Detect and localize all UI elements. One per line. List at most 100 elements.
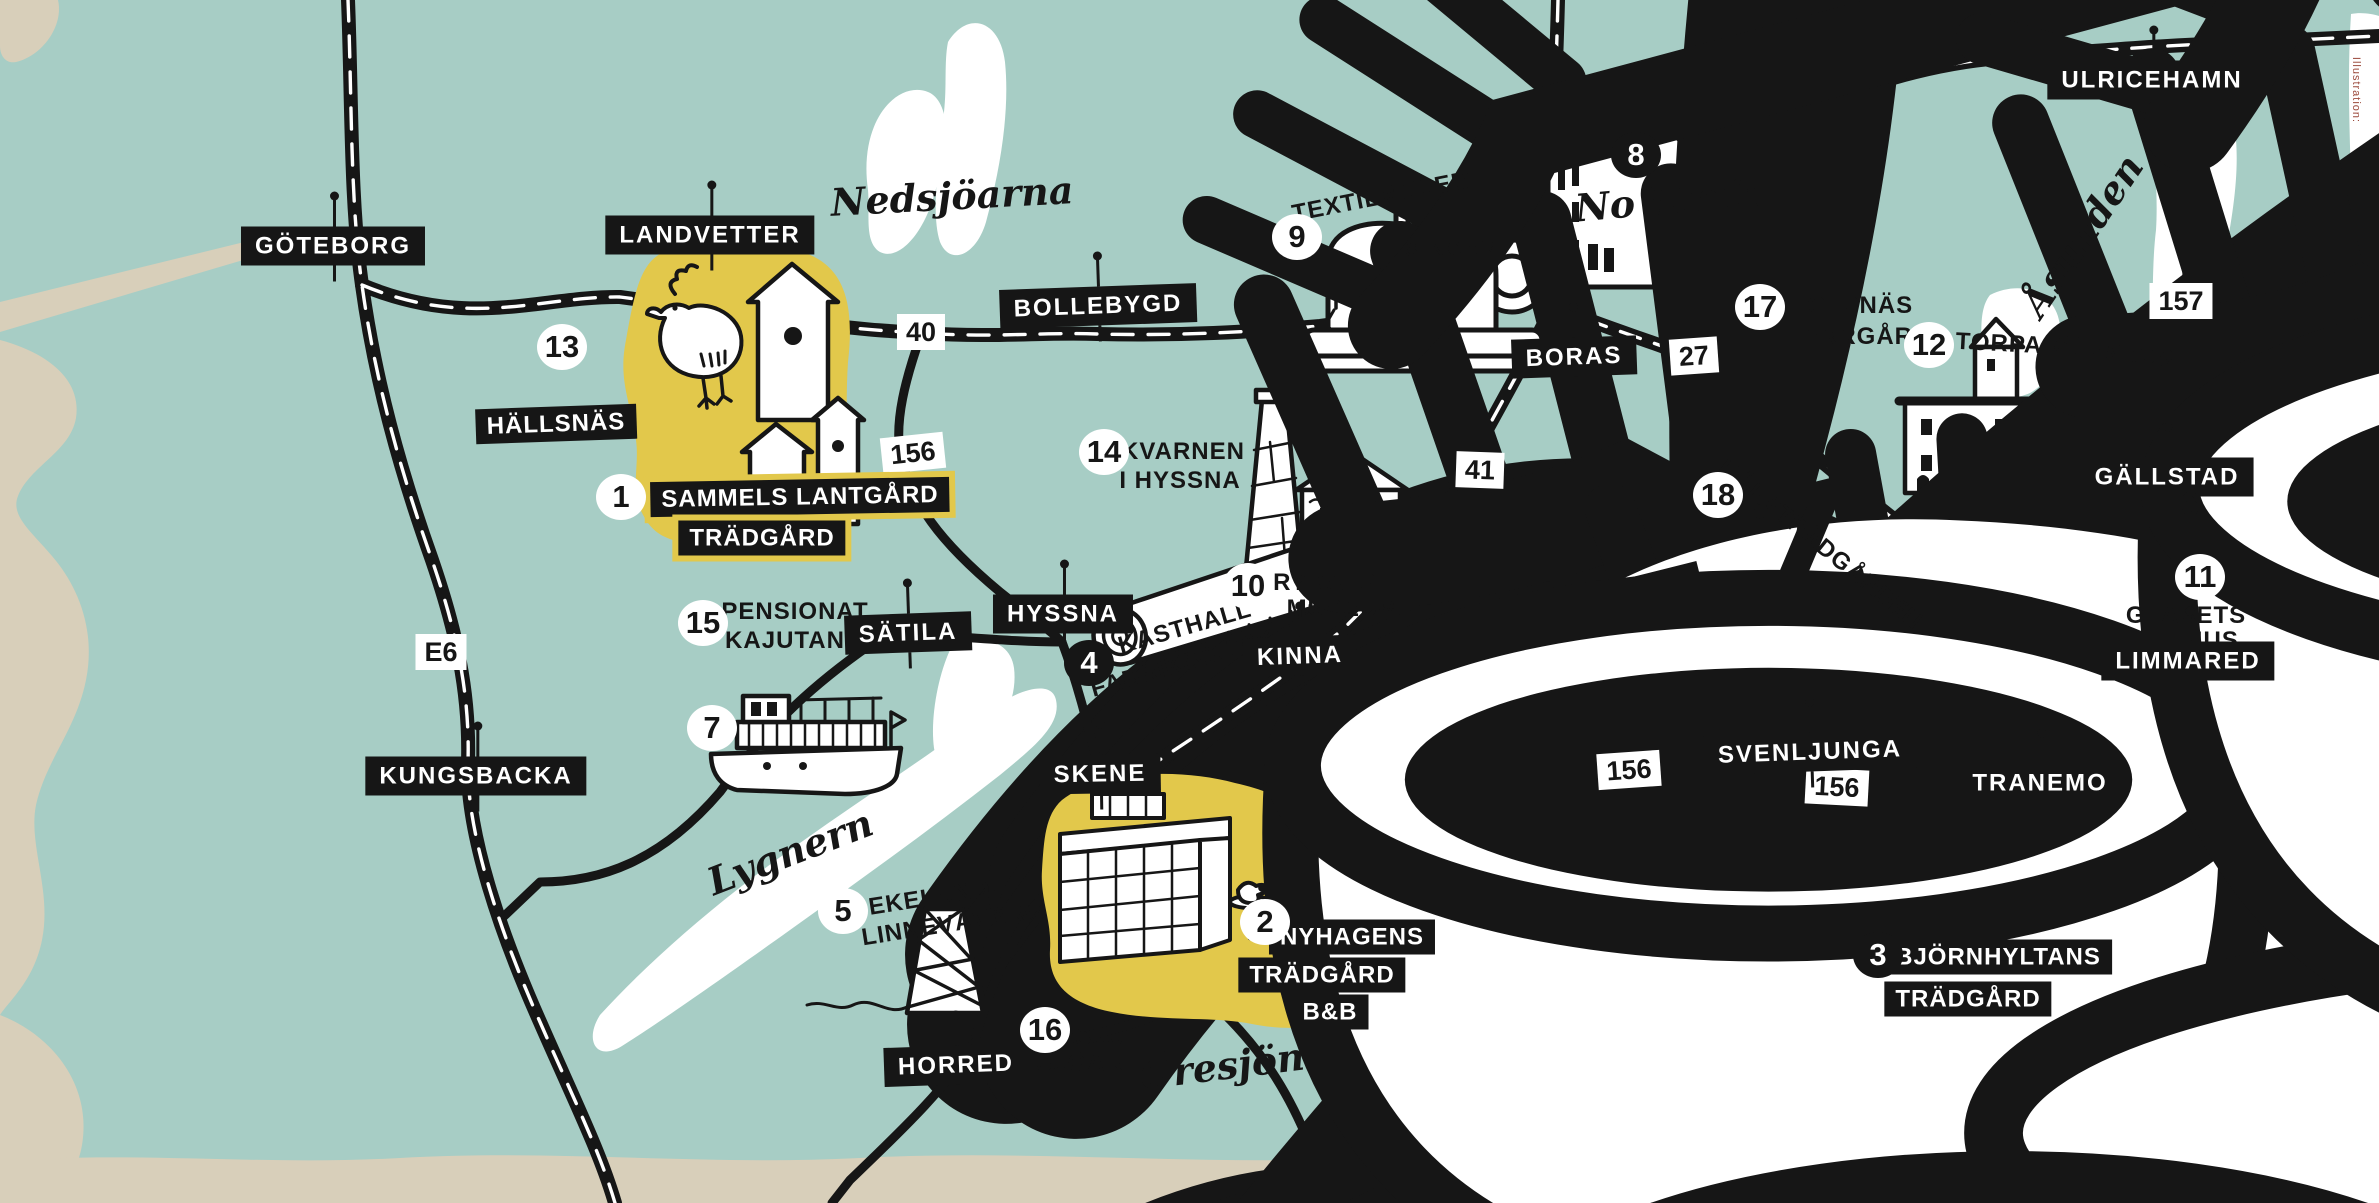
sign-pin-icon [329,191,339,227]
town-sign-kungsbacka: KUNGSBACKA [365,721,587,812]
poi-3-badge: 3 [1853,932,1903,978]
poi-7-badge: 7 [687,705,737,751]
sign-pin-icon [1060,559,1069,595]
poi-8-badge: 8 [1611,132,1661,178]
sign-pin-icon [2184,606,2194,642]
poi-10-label-rydals: RYDALS [1273,569,1377,596]
sign-pin-icon [2039,802,2043,819]
poi-14-label-kvarnen: KVARNEN [1121,438,1245,465]
poi-16-label-sju: SJU [1075,1024,1125,1051]
lake-label-nedsj-arna: Nedsjöarna [829,167,1075,225]
town-sign-g-llstad: GÄLLSTAD [2080,422,2254,513]
sign-pin-icon [1100,793,1104,810]
poi-9-badge: 9 [1272,214,1322,260]
poi-5-badge: 5 [818,888,868,934]
lake-label-sunden: Åsunden [2011,145,2153,325]
poi-10-label-museum: MUSEUM [1286,595,1400,622]
route-badge-e6-7: E6 [415,634,467,670]
town-sign-svenljunga: SVENLJUNGA [1703,705,1917,788]
route-badge-27-2: 27 [1668,336,1720,376]
town-sign-g-teborg: GÖTEBORG [240,191,426,282]
sign-pin-icon [954,1018,959,1046]
town-sign-kinna: KINNA [1242,609,1358,692]
poi-9-label-textilmuseet: TEXTILMUSEET [1289,163,1487,228]
poi-6-number: 6 [2180,485,2200,524]
lake-label-lygnern: Lygnern [700,799,880,905]
poi-1-label-sammels-lantg-rd: SAMMELS LANTGÅRD [650,476,950,518]
sign-pin-icon [1574,376,1579,393]
route-badge-156-1: 156 [879,431,947,475]
sign-pin-icon [2148,25,2158,61]
town-sign-landvetter: LANDVETTER [605,180,815,271]
sign-pin-icon [476,795,479,812]
poi-13-label-h-llsn-s: HÄLLSNÄS [475,403,637,445]
poi-11-badge: 11 [2175,554,2225,600]
route-badge-156-6: 156 [1804,767,1870,807]
poi-14-badge: 14 [1079,429,1129,475]
poi-1-label-tr-dg-rd: TRÄDGÅRD [678,520,846,556]
poi-3-label-bj-rnhyltans: BJÖRNHYLTANS [1884,939,2112,975]
sign-pin-icon [908,652,913,669]
poi-15-label-kajutan: KAJUTAN [725,627,845,654]
lake-label-resj-n: Öresjön [1137,1033,1307,1099]
sign-pin-icon [1099,727,1103,755]
town-sign-ulricehamn: ULRICEHAMN [2047,25,2257,116]
sign-pin-icon [332,265,336,282]
poi-3-label-tr-dg-rd: TRÄDGÅRD [1884,981,2052,1017]
poi-12-label-torpa: TORPA [1954,327,2044,360]
route-badge-40-0: 40 [896,314,946,350]
town-sign-horred: HORRED [883,1018,1029,1101]
town-sign-hyssna: HYSSNA [992,559,1134,650]
poi-8-label-no-limit: No Limit [1573,169,1763,231]
sign-pin-icon [956,1084,961,1101]
poi-17-badge: 17 [1735,284,1785,330]
sign-pin-icon [1572,310,1577,338]
sign-pin-icon [1300,675,1305,692]
poi-2-label-tr-dg-rd: TRÄDGÅRD [1238,957,1406,993]
sign-pin-icon [473,721,482,757]
chicken-illustration [645,263,744,410]
poi-17-label-hofsn-s: HOFSNÄS [1788,292,1914,319]
town-sign-tranemo: TRANEMO [1958,728,2122,819]
poi-4-badge: 4 [1064,640,1114,686]
sign-pin-icon [1098,325,1103,342]
poi-12-badge: 12 [1904,322,1954,368]
poi-15-label-pensionat: PENSIONAT [721,598,869,625]
poi-18-badge: 18 [1693,472,1743,518]
town-sign-boras: BORAS [1511,310,1637,393]
town-sign-limmared: LIMMARED [2101,606,2275,697]
poi-18-label-k-kstr-dg-rden: KÖKSTRÄDGÅRDEN [1713,454,1928,636]
poi-10-badge: 10 [1223,563,1273,609]
town-sign-skene: SKENE [1039,727,1161,810]
poi-15-badge: 15 [678,600,728,646]
poi-2-badge: 2 [1240,899,1290,945]
poi-2-label-b-b: B&B [1291,994,1369,1030]
nyhagens-building-illustration [1058,792,1272,964]
poi-13-badge: 13 [537,324,587,370]
sign-pin-icon [2036,728,2046,764]
sign-pin-icon [1063,633,1066,650]
sign-pin-icon [2187,680,2191,697]
sign-pin-icon [906,586,911,614]
town-sign-s-tila: SÄTILA [844,586,972,669]
poi-1-badge: 1 [596,474,646,520]
poi-14-label-i-hyssna: I HYSSNA [1119,467,1241,494]
sign-pin-icon [1808,705,1813,733]
route-badge-157-4: 157 [2149,283,2213,319]
sign-pin-icon [1096,259,1101,287]
sign-pin-icon [1810,771,1815,788]
poi-16-label-sj-ar: SJÖAR [1036,1050,1124,1077]
boat-illustration [708,693,907,797]
sign-pin-icon [710,254,713,271]
sign-pin-icon [2164,422,2173,458]
poi-2-label-nyhagens: NYHAGENS [1268,919,1436,955]
sign-pin-icon [2151,99,2155,116]
poi-16-badge: 16 [1020,1007,1070,1053]
poi-12-label-stenhus: STENHUS [2051,329,2177,374]
town-sign-bollebygd: BOLLEBYGD [999,259,1197,342]
machine-brand-singer: SINGER [1405,236,1499,261]
sign-pin-icon [707,180,716,216]
route-badge-41-3: 41 [1455,451,1505,489]
thread-spool-illustration [805,895,986,1016]
